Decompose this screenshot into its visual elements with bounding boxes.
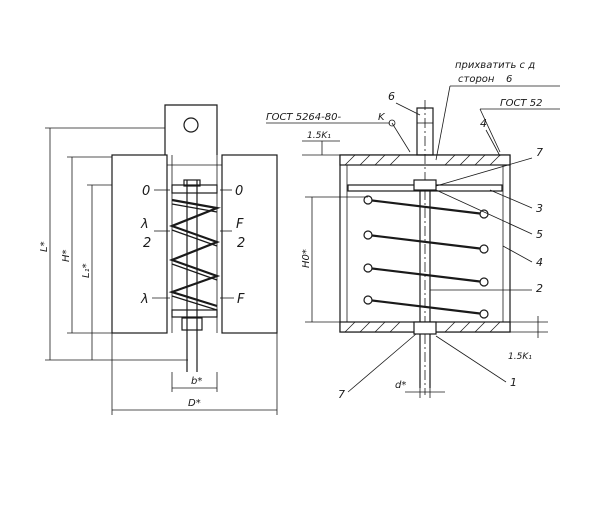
level-0-left: 0 — [142, 184, 150, 199]
callout-1: 1 — [510, 376, 517, 389]
note-weld-k: K — [378, 112, 386, 123]
part-callouts: 6 4 7 3 5 4 2 7 1 — [338, 90, 543, 401]
note-gost-right: ГОСТ 52 — [500, 98, 542, 109]
upper-nut — [413, 179, 437, 191]
note-weld-six: 6 — [506, 74, 512, 85]
callout-6: 6 — [388, 90, 395, 103]
bottom-nut — [181, 317, 203, 331]
dim-top-1-5k: 1.5K₁ — [307, 131, 331, 141]
level-lambda2-left: λ — [140, 217, 149, 232]
callout-5: 5 — [536, 228, 543, 241]
note-gost-left: ГОСТ 5264-80- — [266, 112, 341, 123]
note-weld-line1: прихватить с д — [455, 60, 535, 71]
weld-notes: ГОСТ 5264-80- K ГОСТ 52 прихватить с д с… — [266, 60, 560, 161]
callout-7-bottom: 7 — [338, 388, 345, 401]
left-housing-wall — [111, 154, 168, 334]
rod-nut — [183, 179, 201, 187]
level-0-right: 0 — [235, 184, 243, 199]
right-housing-wall — [221, 154, 278, 334]
dim-L: L* — [39, 241, 50, 252]
note-weld-line2: сторон — [458, 74, 495, 85]
level-lambda2-divisor: 2 — [143, 236, 151, 251]
level-f2-right: F — [236, 217, 244, 232]
dim-D: D* — [188, 398, 201, 409]
top-spring-plate — [171, 184, 218, 194]
callout-4-mid: 4 — [536, 256, 543, 269]
level-marks: 0 0 λ 2 F 2 λ F — [140, 184, 245, 307]
callout-2: 2 — [536, 282, 543, 295]
callout-4-top: 4 — [480, 117, 487, 130]
callout-7-top: 7 — [536, 146, 543, 159]
dim-L1: L₁* — [81, 263, 92, 278]
lower-nut — [413, 321, 437, 335]
level-f2-divisor: 2 — [237, 236, 245, 251]
right-dimensions: 1.5K₁ H0* d* 1.5K₁ — [301, 131, 548, 398]
dim-H: H* — [61, 249, 72, 262]
level-lambda-left: λ — [140, 292, 149, 307]
level-f-right: F — [237, 292, 245, 307]
dim-bottom-1-5k: 1.5K₁ — [508, 352, 532, 362]
callout-3: 3 — [536, 202, 543, 215]
dim-b: b* — [191, 376, 202, 387]
lug-hole — [183, 117, 199, 133]
dim-d: d* — [395, 380, 406, 391]
left-dimensions: L* H* L₁* b* D* — [39, 127, 278, 415]
spring-coil-sections — [363, 195, 489, 319]
bottom-spring-plate — [171, 309, 218, 318]
spring-coils — [168, 198, 221, 308]
dim-H0: H0* — [301, 249, 312, 268]
cover-hatching — [344, 154, 501, 333]
eye-lug — [164, 104, 218, 155]
right-view: ГОСТ 5264-80- K ГОСТ 52 прихватить с д с… — [266, 60, 560, 401]
left-view: 0 0 λ 2 F 2 λ F L* H* — [39, 104, 278, 415]
